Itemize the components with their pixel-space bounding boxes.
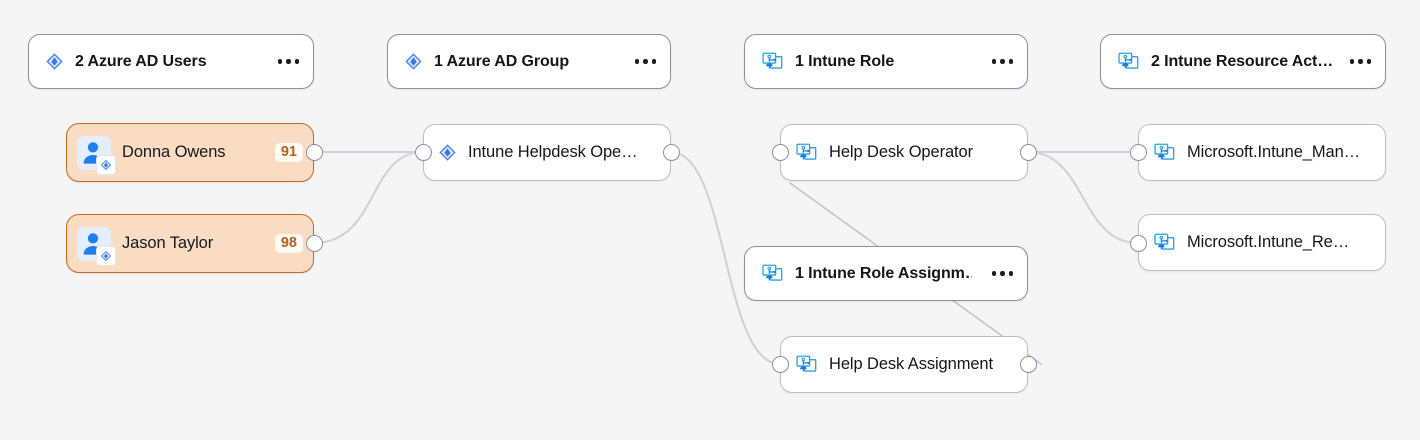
user-count-badge: 91 [274,142,303,163]
user-node-jason-taylor[interactable]: Jason Taylor 98 [66,214,314,273]
kebab-menu-icon[interactable] [1349,59,1371,64]
azure-ad-icon [439,144,456,161]
handle-jason-taylor-output[interactable] [306,235,323,252]
item-node-help-desk-operator[interactable]: Help Desk Operator [780,124,1028,181]
user-avatar [77,226,116,266]
handle-intune-helpdesk-operator-input[interactable] [415,144,432,161]
handle-help-desk-operator-output[interactable] [1020,144,1037,161]
group-header-label: 2 Intune Resource Act… [1151,52,1334,70]
intune-icon [1118,52,1139,69]
azure-ad-icon [46,53,63,70]
kebab-menu-icon[interactable] [991,59,1013,64]
item-node-label: Help Desk Operator [829,143,974,161]
group-header-label: 2 Azure AD Users [75,52,207,70]
kebab-menu-icon[interactable] [634,59,656,64]
handle-intune-helpdesk-operator-output[interactable] [663,144,680,161]
handle-help-desk-assignment-input[interactable] [772,356,789,373]
azure-ad-icon [405,53,422,70]
kebab-menu-icon[interactable] [277,59,299,64]
item-node-intune-helpdesk-operator[interactable]: Intune Helpdesk Ope… [423,124,671,181]
item-node-microsoft-intune-re[interactable]: Microsoft.Intune_Re… [1138,214,1386,271]
group-header-intune-resource-actions[interactable]: 2 Intune Resource Act… [1100,34,1386,89]
kebab-menu-icon[interactable] [991,271,1013,276]
group-header-azure-ad-group[interactable]: 1 Azure AD Group [387,34,671,89]
handle-help-desk-assignment-output[interactable] [1020,356,1037,373]
item-node-label: Help Desk Assignment [829,355,993,373]
user-avatar [77,135,116,175]
item-node-label: Intune Helpdesk Ope… [468,143,638,161]
azure-ad-badge-icon [96,154,116,175]
group-header-label: 1 Intune Role [795,52,895,70]
group-header-label: 1 Azure AD Group [434,52,570,70]
group-header-intune-role-assignment[interactable]: 1 Intune Role Assignm… [744,246,1028,301]
user-node-donna-owens[interactable]: Donna Owens 91 [66,123,314,182]
handle-help-desk-operator-input[interactable] [772,144,789,161]
handle-microsoft-intune-man-input[interactable] [1130,144,1147,161]
edge-help-desk-operator-to-microsoft-intune-re [1026,150,1140,245]
user-count-badge: 98 [274,233,303,254]
intune-icon [796,143,817,160]
intune-icon [1154,233,1175,250]
handle-donna-owens-output[interactable] [306,144,323,161]
group-header-azure-ad-users[interactable]: 2 Azure AD Users [28,34,314,89]
group-header-label: 1 Intune Role Assignm… [795,264,972,282]
item-node-help-desk-assignment[interactable]: Help Desk Assignment [780,336,1028,393]
azure-ad-badge-icon [96,245,116,266]
group-header-intune-role[interactable]: 1 Intune Role [744,34,1028,89]
intune-icon [796,355,817,372]
user-node-label: Donna Owens [122,143,226,161]
user-node-label: Jason Taylor [122,234,214,252]
intune-icon [1154,143,1175,160]
edge-jason-taylor-to-intune-helpdesk-operator [312,150,425,245]
intune-icon [762,52,783,69]
intune-icon [762,264,783,281]
item-node-microsoft-intune-man[interactable]: Microsoft.Intune_Man… [1138,124,1386,181]
item-node-label: Microsoft.Intune_Re… [1187,233,1350,251]
handle-microsoft-intune-re-input[interactable] [1130,235,1147,252]
item-node-label: Microsoft.Intune_Man… [1187,143,1361,161]
